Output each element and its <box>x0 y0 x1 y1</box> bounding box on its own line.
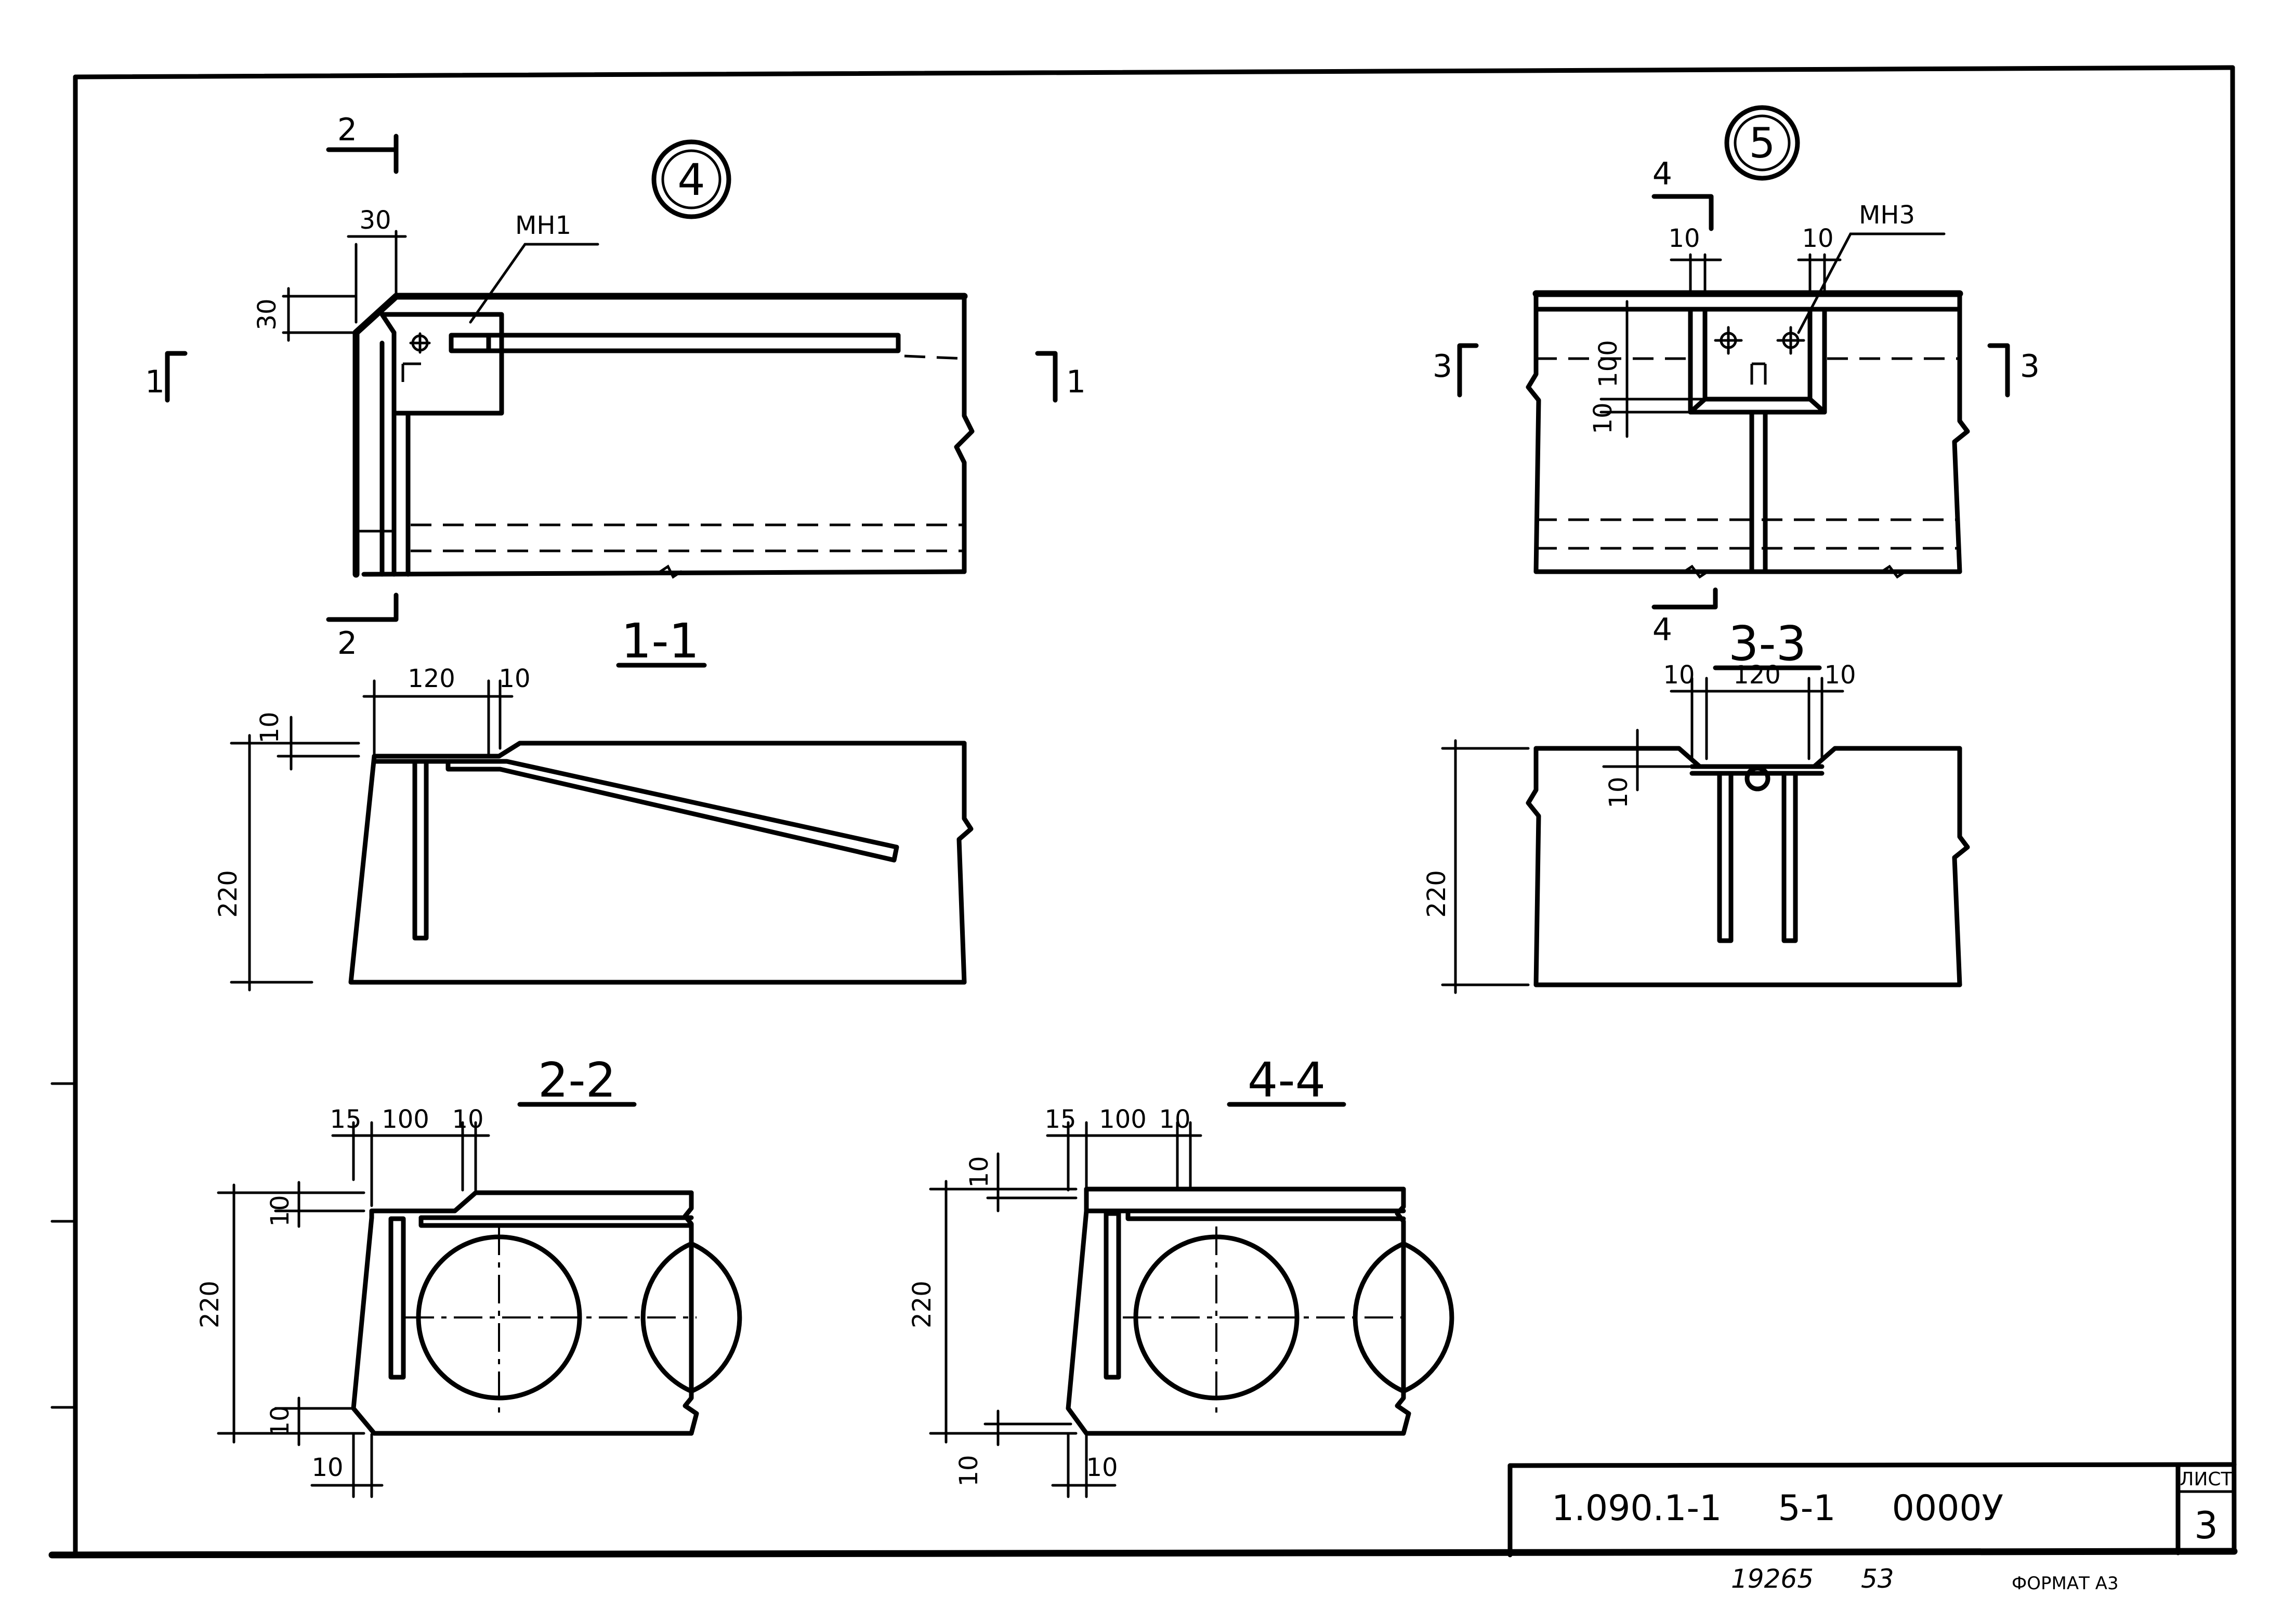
sheet-number: 3 <box>2194 1504 2218 1547</box>
dim-s33-120: 120 <box>1733 661 1781 690</box>
sheet-label: ЛИСТ <box>2180 1469 2233 1490</box>
dim-s33-10-vertical: 10 <box>1604 776 1633 808</box>
cut-mark-1-right: 1 <box>1066 364 1086 400</box>
node-4-label: 4 <box>677 154 705 205</box>
document-code: 1.090.1-1 5-1 0000У <box>1552 1488 2003 1529</box>
dim-s33-220: 220 <box>1422 870 1451 918</box>
section-4-4: 4-4 15 100 10 220 10 10 <box>908 1052 1454 1498</box>
dim-s44-10-bottom: 10 <box>954 1455 983 1486</box>
dim-s11-120: 120 <box>408 664 455 693</box>
dim-s11-220: 220 <box>214 870 243 918</box>
section-3-3: 3-3 10 120 10 220 10 <box>1422 616 1970 994</box>
section-title-3-3: 3-3 <box>1728 616 1806 671</box>
cut-mark-1-left: 1 <box>145 364 165 400</box>
dim-s44-10-top: 10 <box>965 1156 994 1188</box>
dim-s44-15: 15 <box>1044 1105 1076 1134</box>
cut-mark-3-right: 3 <box>2020 348 2040 385</box>
dim-s22-10: 10 <box>452 1105 483 1134</box>
cut-mark-2-top: 2 <box>337 112 357 148</box>
title-block: 1.090.1-1 5-1 0000У ЛИСТ 3 <box>1507 1462 2237 1558</box>
dim-s44-10: 10 <box>1159 1105 1190 1134</box>
label-mn1: МН1 <box>515 211 571 240</box>
dim-s22-10-bottom: 10 <box>266 1405 295 1437</box>
dim-n4-30-vertical: 30 <box>253 298 282 330</box>
dim-s33-10-b: 10 <box>1824 661 1856 690</box>
dim-n4-30-horizontal: 30 <box>359 206 391 235</box>
dim-n5-10-b: 10 <box>1802 224 1833 253</box>
sheet-frame <box>48 65 2238 1559</box>
footer-format: ФОРМАТ А3 <box>2012 1573 2119 1594</box>
section-title-2-2: 2-2 <box>538 1052 616 1108</box>
section-title-1-1: 1-1 <box>621 613 699 669</box>
dim-n5-10-vertical: 10 <box>1589 402 1618 434</box>
footer: 19265 53 ФОРМАТ А3 <box>1731 1564 2119 1594</box>
cut-mark-4-top: 4 <box>1652 156 1672 192</box>
footer-inventory-number: 19265 <box>1731 1564 1814 1594</box>
dim-n5-10-a: 10 <box>1668 224 1700 253</box>
dim-s11-10-vertical: 10 <box>255 711 284 743</box>
dim-s44-220: 220 <box>908 1281 937 1328</box>
dim-s44-10-base: 10 <box>1086 1453 1118 1482</box>
dim-s22-10-base: 10 <box>311 1453 343 1482</box>
footer-number: 53 <box>1861 1564 1894 1594</box>
cut-mark-4-bottom: 4 <box>1652 612 1672 648</box>
dim-n5-100: 100 <box>1594 340 1623 388</box>
section-1-1: 1-1 120 10 10 220 <box>214 613 974 992</box>
section-2-2: 2-2 15 100 10 220 10 10 <box>195 1052 742 1498</box>
node-5-plan: 5 4 4 3 3 <box>1433 105 2040 648</box>
node-5-label: 5 <box>1749 119 1776 167</box>
dim-s44-100: 100 <box>1099 1105 1147 1134</box>
dim-s33-10-a: 10 <box>1663 661 1695 690</box>
dim-s22-15: 15 <box>330 1105 361 1134</box>
dim-s22-100: 100 <box>382 1105 429 1134</box>
section-title-4-4: 4-4 <box>1248 1052 1326 1108</box>
dim-s22-220: 220 <box>195 1281 225 1328</box>
dim-s22-10-top: 10 <box>266 1195 295 1227</box>
cut-mark-2-bottom: 2 <box>337 625 357 662</box>
node-4-plan: 4 2 2 1 1 <box>145 112 1086 662</box>
label-mn3: МН3 <box>1859 201 1915 230</box>
dim-s11-10: 10 <box>498 664 530 693</box>
cut-mark-3-left: 3 <box>1433 348 1452 385</box>
